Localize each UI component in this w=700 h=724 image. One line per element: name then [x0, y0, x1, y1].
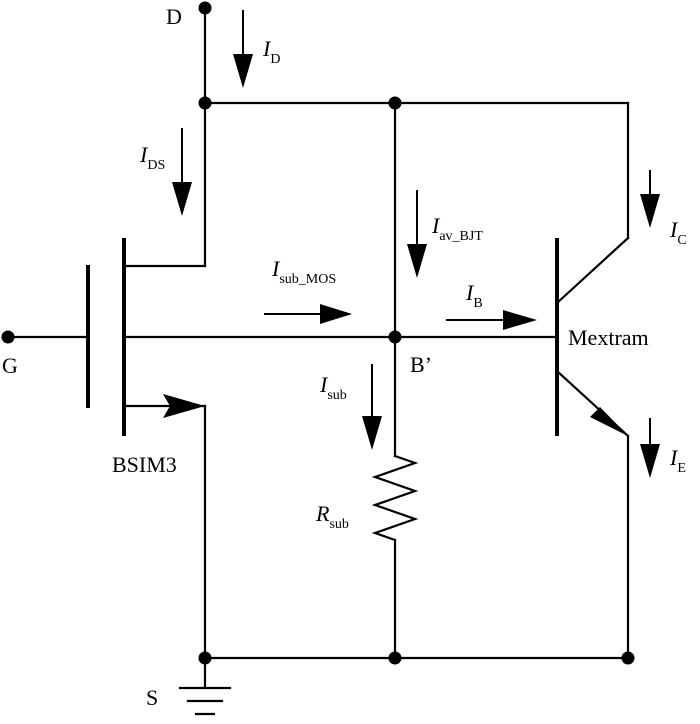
drain-current-label: ID: [262, 36, 280, 67]
collector-lead: [555, 236, 630, 305]
labels: D G S B’ BSIM3 Mextram Rsub ID IDS Iav_B…: [2, 4, 687, 710]
collector-current-arrow-icon: [640, 170, 660, 228]
base-current-label: IB: [465, 280, 483, 311]
substrate-mos-current-label: Isub_MOS: [271, 256, 336, 287]
drain-source-current-label: IDS: [139, 142, 165, 173]
emitter-current-label: IE: [669, 445, 686, 476]
source-label: S: [146, 685, 158, 710]
emitter-junction-node: [621, 651, 635, 665]
emitter-current-arrow-icon: [640, 418, 660, 478]
top-middle-node: [388, 96, 402, 110]
wires: [6, 6, 630, 690]
avalanche-current-arrow-icon: [407, 190, 427, 278]
mosfet-model-label: BSIM3: [112, 452, 177, 477]
resistor-label: Rsub: [315, 501, 349, 532]
collector-current-label: IC: [669, 217, 687, 248]
source-junction-node: [198, 651, 212, 665]
bjt-symbol: [555, 236, 630, 438]
substrate-node-label: B’: [410, 352, 432, 377]
current-arrows: [172, 10, 660, 478]
substrate-mos-current-arrow-icon: [264, 304, 352, 324]
junction-nodes: [1, 1, 635, 665]
substrate-resistor: [371, 454, 419, 542]
mosfet-symbol: [86, 238, 205, 436]
bottom-middle-node: [388, 651, 402, 665]
gate-terminal-node: [1, 330, 15, 344]
gate-label: G: [2, 353, 18, 378]
drain-terminal-node: [198, 1, 212, 15]
drain-junction-node: [198, 96, 212, 110]
drain-current-arrow-icon: [233, 10, 253, 88]
substrate-current-arrow-icon: [362, 364, 382, 450]
avalanche-current-label: Iav_BJT: [431, 213, 483, 244]
bjt-model-label: Mextram: [568, 325, 649, 350]
drain-label: D: [166, 4, 182, 29]
emitter-arrow-icon: [590, 407, 628, 436]
drain-source-current-arrow-icon: [172, 128, 192, 216]
substrate-current-label: Isub: [319, 372, 347, 403]
substrate-node: [388, 330, 402, 344]
base-current-arrow-icon: [446, 310, 537, 330]
ground-icon: [178, 686, 232, 716]
source-arrow-icon: [163, 394, 205, 418]
